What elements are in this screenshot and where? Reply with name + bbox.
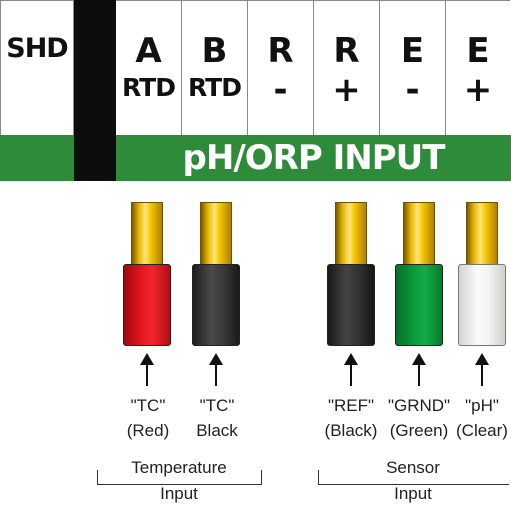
group-label-temperature: Temperature [118,458,240,478]
wire-label-ref: "REF" (Black) [318,396,384,441]
up-arrow-icon [412,353,426,386]
gold-pin [335,202,367,268]
terminal-letter: A [135,31,162,71]
wire-label-tc-red: "TC" (Red) [117,396,179,441]
terminal-b-rtd: B RTD [182,0,248,135]
wire-color: Black [196,421,238,440]
group-label-temperature-sub: Input [118,484,240,504]
gold-pin [403,202,435,268]
up-arrow-icon [209,353,223,386]
shield-divider [74,0,116,181]
sleeve-black [192,264,240,346]
terminal-r-plus: R + [314,0,380,135]
terminal-letter: E [466,31,490,71]
temperature-bracket [97,470,262,485]
wire-label-grnd: "GRND" (Green) [384,396,454,441]
group-label-sensor: Sensor [370,458,456,478]
wire-name: "GRND" [387,396,451,415]
group-line1: Sensor [386,458,440,477]
terminal-e-plus: E + [446,0,510,135]
wire-label-ph: "pH" (Clear) [453,396,511,441]
up-arrow-icon [475,353,489,386]
group-line2: Input [160,484,198,503]
sleeve-black [327,264,375,346]
terminal-shd: SHD [0,0,74,135]
terminal-shd-label: SHD [6,32,68,64]
terminal-polarity: - [273,70,288,110]
group-line1: Temperature [131,458,227,477]
wire-name: "pH" [465,396,499,415]
terminal-polarity: - [405,70,420,110]
up-arrow-icon [140,353,154,386]
terminal-strip: SHD A RTD B RTD R - R + E - E + pH/ORP I… [0,0,511,181]
sleeve-clear [458,264,506,346]
terminal-polarity: + [332,70,361,110]
terminal-letter: B [201,31,228,71]
wire-color: (Green) [389,421,449,440]
gold-pin [466,202,498,268]
group-label-sensor-sub: Input [370,484,456,504]
sleeve-green [395,264,443,346]
terminal-letter: R [267,31,294,71]
terminal-letter: E [400,31,425,71]
wire-name: "REF" [327,396,375,415]
gold-pin [200,202,232,268]
terminal-sub-label: RTD [188,73,242,102]
wire-name: "TC" [199,396,235,415]
wire-name: "TC" [130,396,166,415]
wire-label-tc-black: "TC" Black [186,396,248,441]
terminal-polarity: + [463,70,493,110]
terminal-letter: R [333,31,360,71]
group-line2: Input [394,484,432,503]
wire-color: (Red) [126,421,170,440]
terminal-e-minus: E - [380,0,446,135]
terminal-a-rtd: A RTD [116,0,182,135]
up-arrow-icon [344,353,358,386]
gold-pin [131,202,163,268]
wire-color: (Clear) [456,421,508,440]
terminal-row: SHD A RTD B RTD R - R + E - E + [0,0,511,135]
wire-color: (Black) [324,421,378,440]
sleeve-red [123,264,171,346]
sensor-bracket [318,470,509,485]
terminal-sub-label: RTD [122,73,176,102]
input-band-label: pH/ORP INPUT [182,138,446,178]
terminal-r-minus: R - [248,0,314,135]
